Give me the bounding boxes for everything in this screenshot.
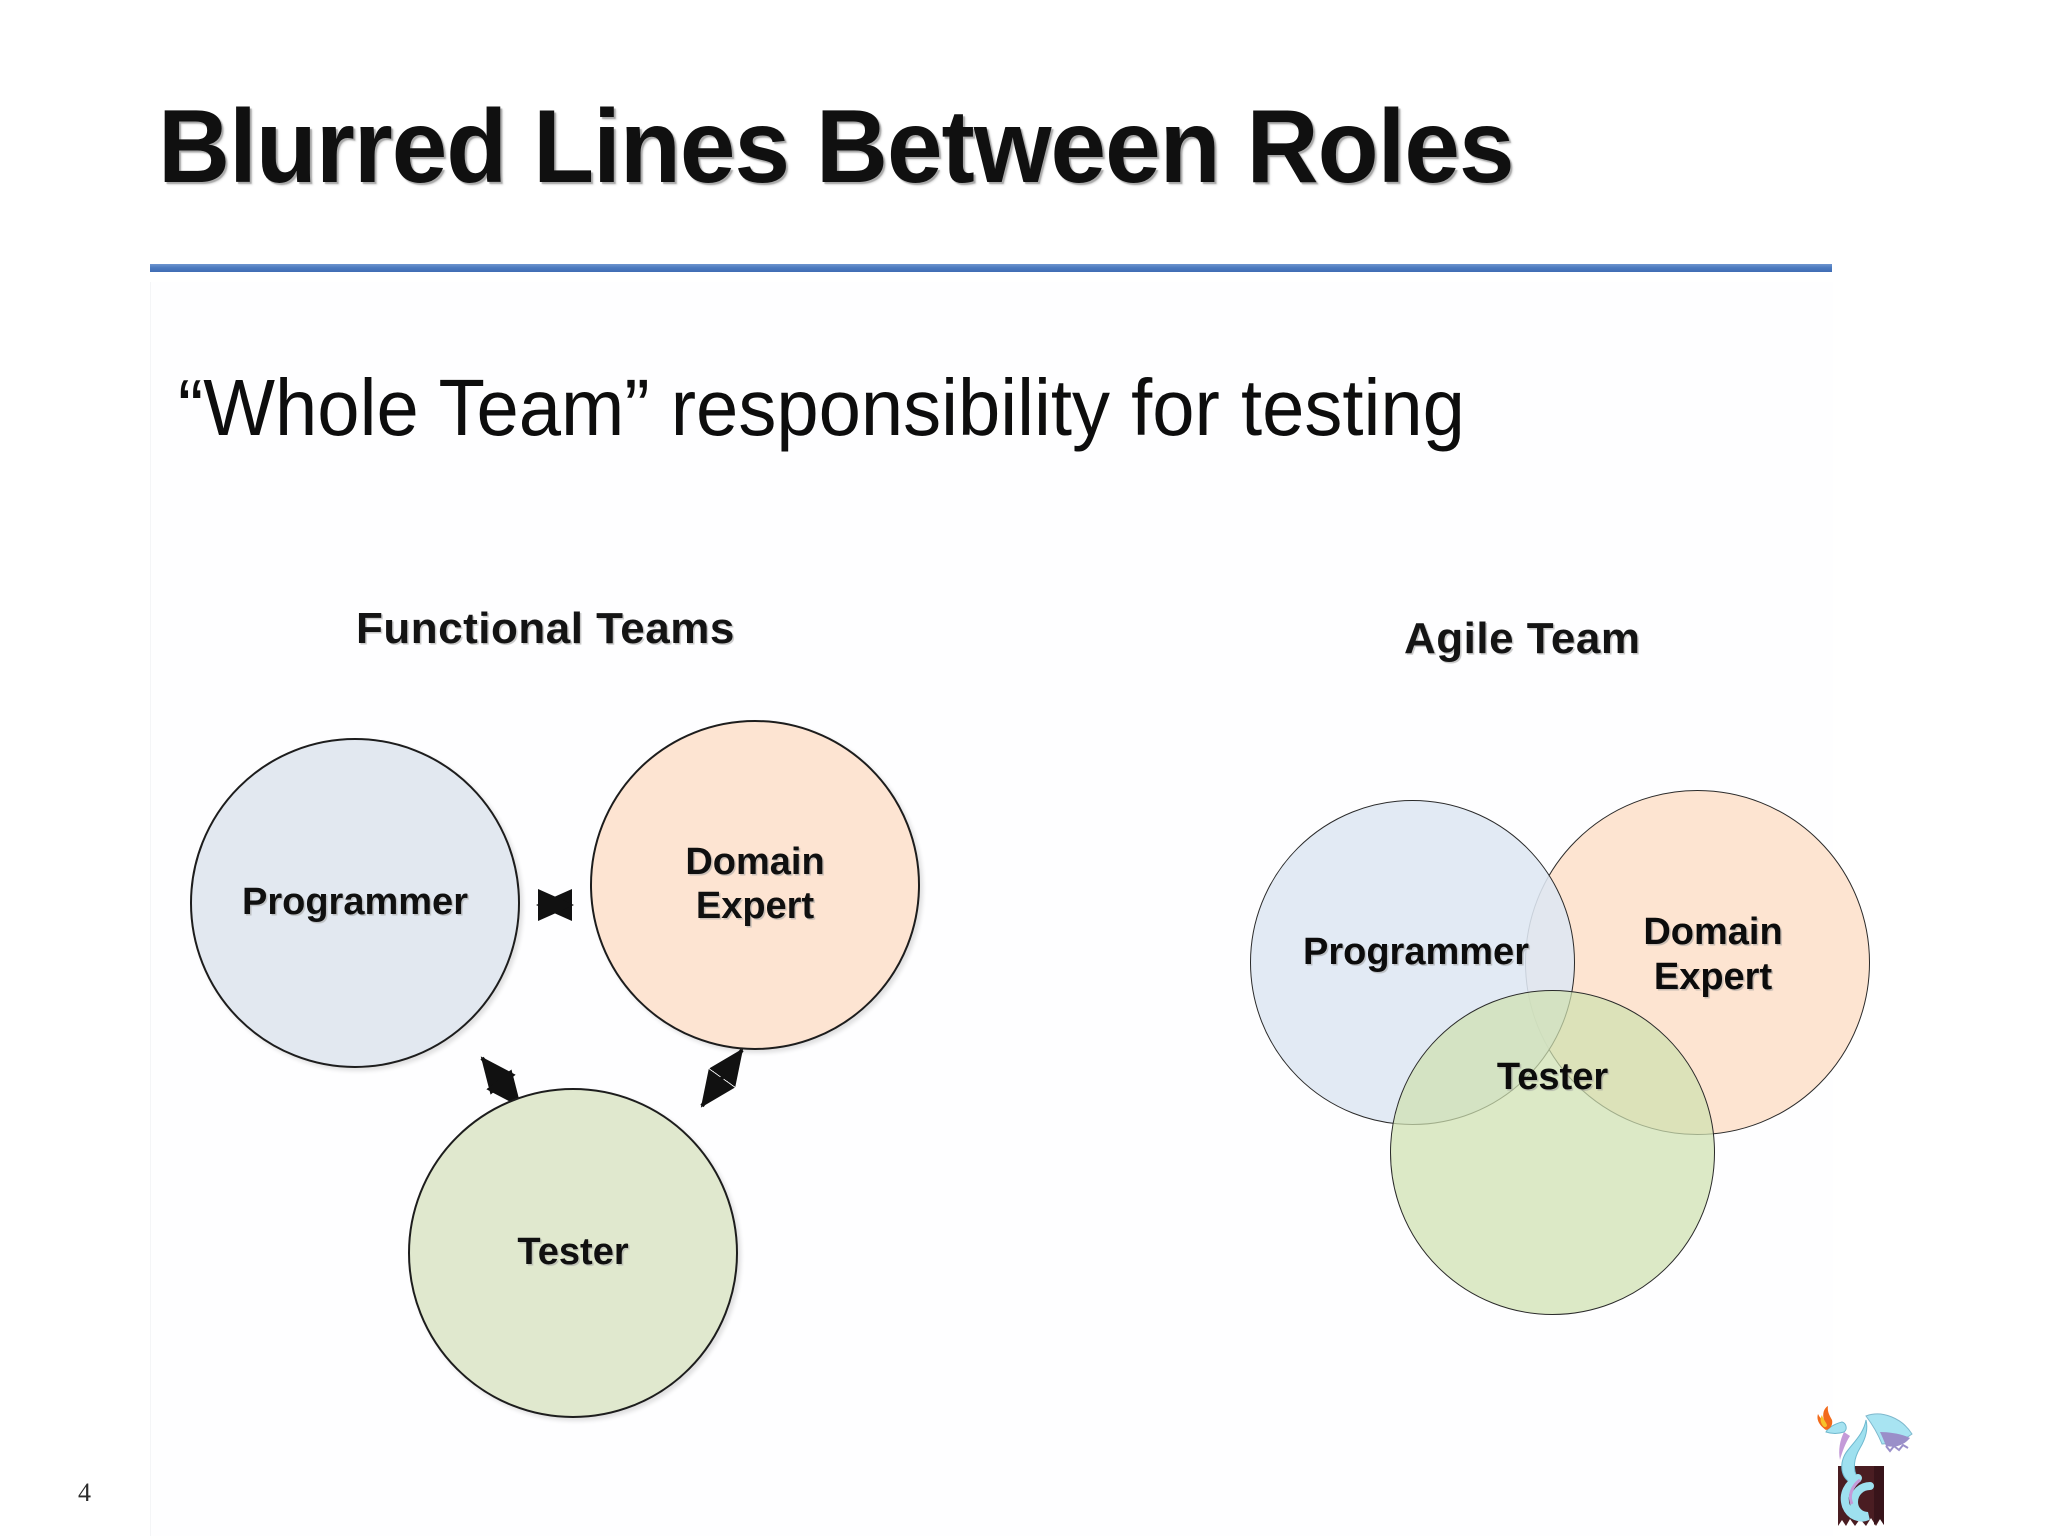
functional-node-programmer: Programmer bbox=[190, 738, 520, 1068]
functional-node-domain-expert: Domain Expert bbox=[590, 720, 920, 1050]
arrow-tester-to-domain bbox=[700, 1048, 744, 1108]
functional-node-domain-expert-label: Domain Expert bbox=[685, 841, 824, 928]
functional-node-programmer-label: Programmer bbox=[242, 881, 468, 924]
domain-expert-label-line2: Expert bbox=[695, 885, 815, 927]
dragon-logo bbox=[1817, 1406, 1913, 1526]
page-number: 4 bbox=[78, 1478, 91, 1507]
functional-node-tester-label: Tester bbox=[517, 1231, 629, 1274]
venn-circle-tester bbox=[1390, 990, 1715, 1315]
domain-expert-label-line1: Domain bbox=[685, 841, 825, 884]
functional-teams-heading: Functional Teams bbox=[356, 604, 735, 653]
functional-node-tester: Tester bbox=[408, 1088, 738, 1418]
agile-team-venn-diagram: Programmer Domain Expert Tester bbox=[1250, 790, 1910, 1360]
functional-teams-diagram: Programmer Domain Expert Tester bbox=[190, 720, 920, 1418]
page-title: Blurred Lines Between Roles bbox=[158, 89, 1515, 205]
title-divider-rule bbox=[150, 264, 1832, 272]
slide-subtitle: “Whole Team” responsibility for testing bbox=[178, 363, 1465, 452]
agile-team-heading: Agile Team bbox=[1404, 614, 1641, 663]
